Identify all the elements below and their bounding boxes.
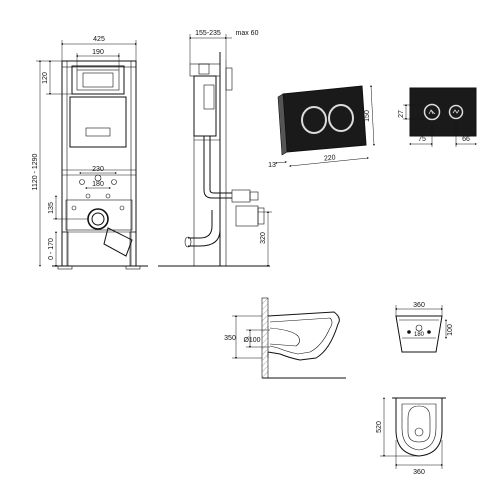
dim-max-depth: max 60: [236, 30, 259, 37]
dim-bowl-outlet-diameter: Ø100: [243, 337, 260, 344]
bowl-top-view: 520 360: [376, 397, 446, 476]
dim-plate-round-thickness: 13: [268, 162, 276, 169]
dim-leg-range: 0 - 170: [48, 238, 55, 260]
dim-plate-round-height: 150: [364, 110, 371, 122]
dim-bowl-length: 520: [376, 421, 383, 433]
dim-plate-top-offset: 120: [42, 72, 49, 84]
dim-bowl-height: 350: [224, 335, 236, 342]
dim-outlet-height: 135: [48, 202, 55, 214]
frame-side-view: 155-235 max 60 320: [158, 30, 272, 267]
dim-bowl-fixing-spacing: 180: [414, 332, 425, 338]
dim-plate-round-width: 220: [324, 154, 336, 162]
dim-bowl-fixing-height: 100: [447, 324, 454, 336]
dim-bowl-front-width: 360: [413, 302, 425, 309]
dim-connection-height: 320: [260, 232, 267, 244]
round-button-left: [301, 106, 327, 134]
dim-plate-square-height: 27: [398, 110, 405, 118]
dim-depth-range: 155-235: [195, 30, 221, 37]
square-button-left: [423, 103, 441, 121]
dim-anchor-230: 230: [92, 166, 104, 173]
frame-front-view: 425 190 120 1120 - 1290 230 180 135 0 - …: [32, 36, 148, 270]
dim-bowl-top-width: 360: [413, 469, 425, 476]
bowl-front-view: 360 180 100: [395, 302, 454, 353]
dim-overall-width: 425: [93, 36, 105, 43]
round-button-right: [328, 104, 354, 132]
dim-anchor-180: 180: [92, 181, 104, 188]
flush-plate-round-buttons: 150 220 13: [268, 85, 375, 169]
dim-plate-width: 190: [92, 49, 104, 56]
dim-plate-square-edge: 66: [462, 136, 470, 143]
dim-plate-square-spacing: 75: [418, 136, 426, 143]
bowl-side-view: 350 Ø100: [224, 297, 346, 379]
flush-plate-square-buttons: 27 75 66: [398, 87, 477, 147]
dim-height-range: 1120 - 1290: [32, 153, 39, 190]
square-button-right: [448, 104, 464, 120]
